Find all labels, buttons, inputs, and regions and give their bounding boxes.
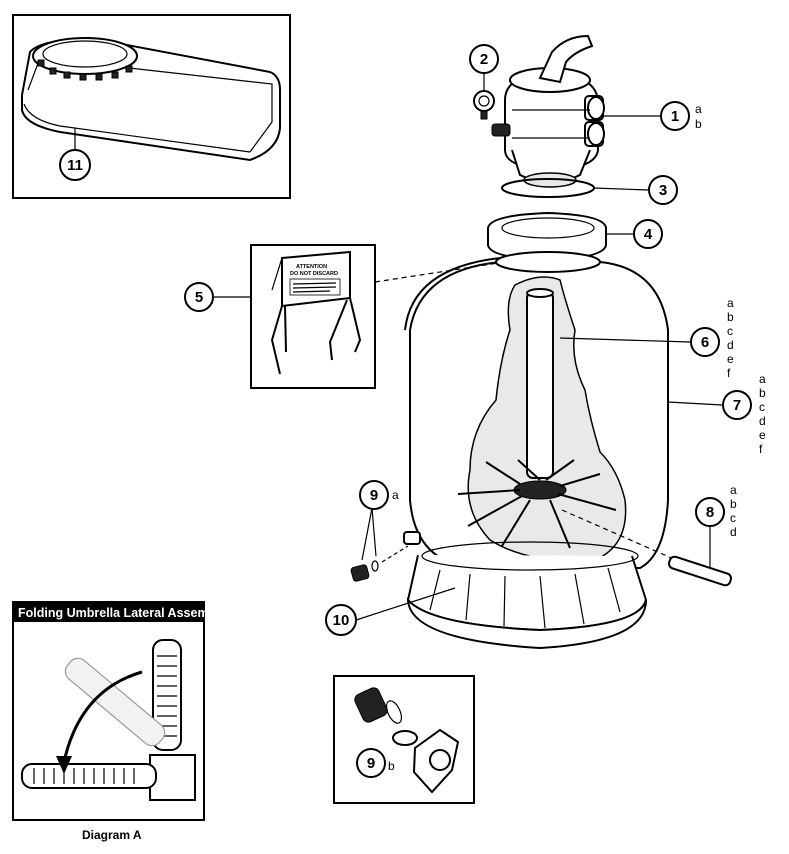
callout-6-letter-e: e [727,352,734,366]
callout-2-number: 2 [480,51,488,68]
callout-6-number: 6 [701,334,709,351]
sign-title: ATTENTION [296,264,327,270]
callout-1-letter-a: a [695,102,702,116]
callout-10: 10 [325,604,357,636]
callout-7-letter-a: a [759,372,766,386]
callout-3: 3 [648,175,678,205]
callout-5: 5 [184,282,214,312]
tank-base [406,541,648,650]
callout-8-number: 8 [706,504,714,521]
callout-9a-number: 9 [370,487,378,504]
callout-6-letter-b: b [727,310,734,324]
callout-10-number: 10 [333,612,350,629]
callout-1-number: 1 [671,108,679,125]
laterals [457,459,617,549]
base-cover-inset [12,14,291,199]
pressure-gauge [473,72,495,120]
callout-11: 11 [59,149,91,181]
callout-4: 4 [633,219,663,249]
callout-6: 6 a b c d e f [690,296,734,380]
callout-6-letter-d: d [727,338,734,352]
callout-11-number: 11 [67,157,83,174]
lateral-assembly-inset: Folding Umbrella Lateral Assembly [12,601,227,821]
callout-9a: 9 a [359,480,399,510]
multiport-valve [491,34,605,188]
callout-6-letter-c: c [727,324,733,338]
filter-tank [403,251,669,569]
inset-title: Folding Umbrella Lateral Assembly [18,606,227,620]
callout-8: 8 a b c d [695,483,737,539]
callout-1-letter-b: b [695,117,702,131]
callout-8-letter-d: d [730,525,737,539]
callout-7-letter-d: d [759,414,766,428]
callout-9b-number: 9 [367,755,375,772]
callout-7-letter-c: c [759,400,765,414]
callout-6-letter-f: f [727,366,731,380]
warning-sign-inset: ATTENTION DO NOT DISCARD [250,244,376,389]
callout-5-number: 5 [195,289,203,306]
callout-8-letter-a: a [730,483,737,497]
callout-9a-letter: a [392,488,399,502]
callout-6-letter-a: a [727,296,734,310]
callout-2: 2 [469,44,499,74]
callout-1: 1 a b [660,101,702,131]
callout-7-number: 7 [733,397,741,414]
callout-7: 7 a b c d e f [722,372,766,456]
sign-subtitle: DO NOT DISCARD [290,271,338,277]
callout-8-letter-c: c [730,511,736,525]
callout-4-number: 4 [644,226,653,243]
callout-7-letter-e: e [759,428,766,442]
callout-9b: 9 b [356,748,395,778]
callout-3-number: 3 [659,182,667,199]
callout-7-letter-b: b [759,386,766,400]
single-lateral [668,525,732,587]
diagram-a-caption: Diagram A [82,828,142,842]
drain-cap-inset [333,675,475,804]
drain-plug [350,507,409,582]
callout-9b-letter: b [388,759,395,773]
callout-8-letter-b: b [730,497,737,511]
callout-7-letter-f: f [759,442,763,456]
